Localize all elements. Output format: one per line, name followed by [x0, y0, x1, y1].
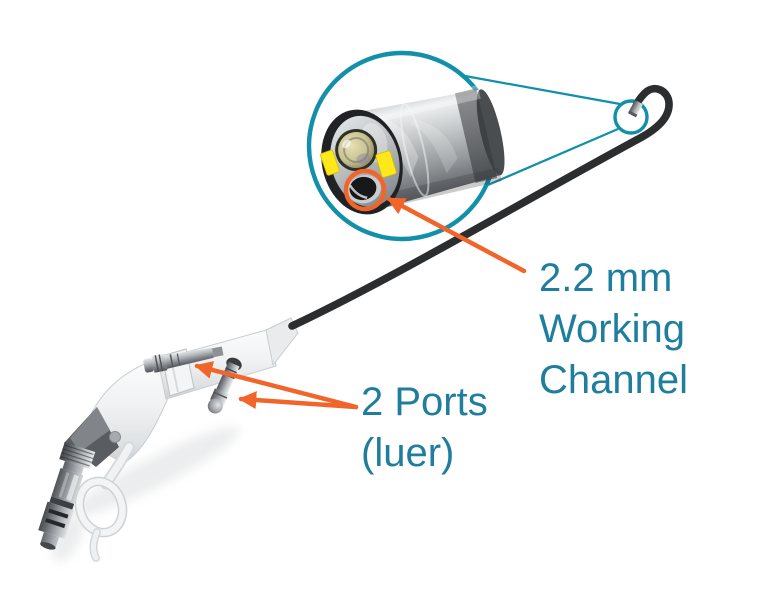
working-channel-opening	[349, 176, 377, 201]
working-channel-label-line3: Channel	[539, 358, 689, 402]
working-channel-arrow	[386, 196, 527, 274]
ports-label-line2: (luer)	[361, 431, 455, 475]
distal-tip-circle	[613, 99, 649, 135]
led-light-left	[320, 149, 340, 176]
insertion-shaft	[288, 84, 673, 330]
working-channel-label: 2.2 mm Working Channel	[539, 253, 688, 406]
ports-arrow-upper	[194, 361, 359, 410]
ports-label-line1: 2 Ports	[361, 380, 488, 424]
connector	[38, 442, 96, 550]
led-light-right	[375, 150, 397, 178]
soft-shadows	[51, 426, 240, 562]
lower-luer-port	[207, 357, 242, 414]
thumb-ring-lever	[74, 441, 135, 562]
tip-cylinder-back	[476, 89, 505, 176]
magnifier-callout-lines	[464, 74, 621, 187]
orange-arrows	[194, 196, 527, 410]
endoscope-handle	[38, 317, 299, 562]
pivot-screw	[109, 431, 121, 443]
lower-port-ball-end	[207, 398, 223, 414]
working-channel-highlight-circle	[343, 168, 387, 212]
working-channel-label-line1: 2.2 mm	[539, 256, 673, 300]
distal-tip	[627, 100, 643, 118]
strain-relief	[265, 317, 299, 367]
scope-tip-inset	[320, 85, 505, 215]
working-channel-label-line2: Working	[539, 307, 685, 351]
ports-arrow-lower	[238, 391, 359, 410]
ports-label: 2 Ports (luer)	[361, 377, 488, 479]
upper-luer-port	[143, 346, 224, 373]
